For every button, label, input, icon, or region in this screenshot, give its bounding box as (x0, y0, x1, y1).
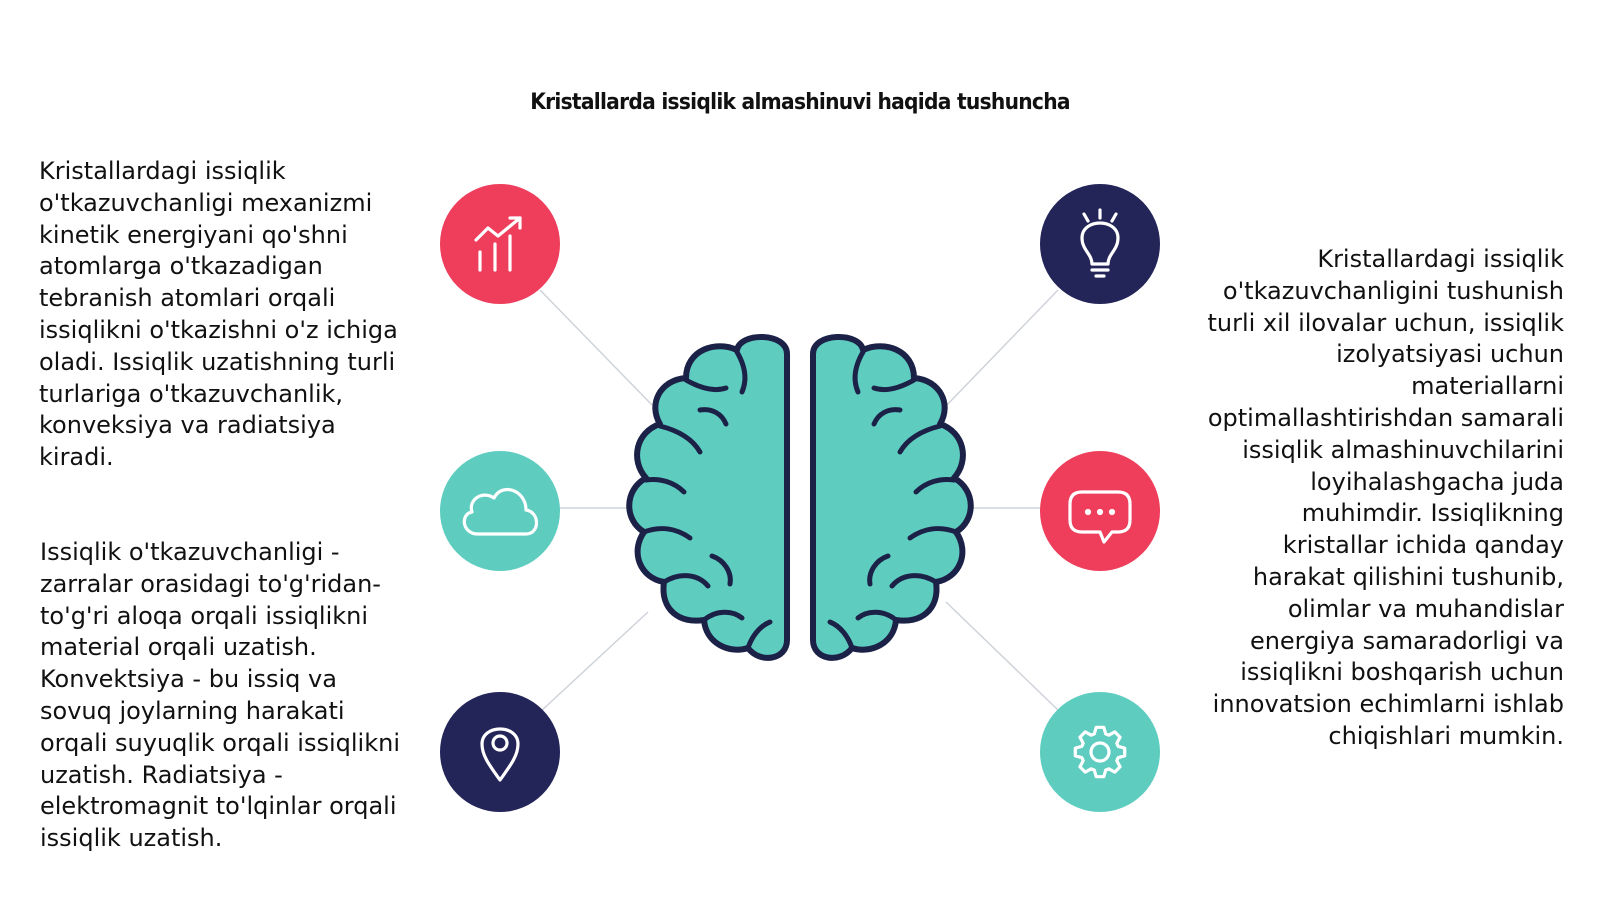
lightbulb-node (1040, 184, 1160, 304)
connector-line (539, 611, 649, 713)
location-pin-node (440, 692, 560, 812)
brain-folds (641, 349, 959, 651)
connector-line (945, 601, 1059, 711)
brain-right-hemisphere-icon (810, 334, 974, 661)
connector-line (539, 289, 653, 406)
growth-chart-node (440, 184, 560, 304)
connector-line (943, 289, 1059, 409)
connector-lines (539, 289, 1059, 713)
page-title: Kristallarda issiqlik almashinuvi haqida… (530, 90, 1070, 115)
chat-bubble-icon (1068, 490, 1132, 544)
brain-icon (626, 334, 974, 661)
node-circle (1040, 184, 1160, 304)
left-top-text: Kristallardagi issiqlik o'tkazuvchanligi… (39, 157, 398, 472)
growth-chart-icon (474, 216, 522, 272)
cloud-icon (462, 487, 539, 536)
right-text: Kristallardagi issiqlik o'tkazuvchanligi… (1207, 245, 1564, 750)
gear-teeth (1073, 725, 1127, 779)
location-pin-icon (480, 727, 520, 782)
node-circle (440, 451, 560, 571)
gear-icon (1073, 725, 1127, 779)
node-circle (440, 692, 560, 812)
node-circle (1040, 692, 1160, 812)
brain-left-hemisphere-icon (626, 334, 790, 661)
gear-node (1040, 692, 1160, 812)
cloud-node (440, 451, 560, 571)
left-bottom-text: Issiqlik o'tkazuvchanligi - zarralar ora… (40, 538, 400, 853)
chat-bubble-node (1040, 451, 1160, 571)
node-circle (440, 184, 560, 304)
lightbulb-icon (1080, 208, 1120, 278)
